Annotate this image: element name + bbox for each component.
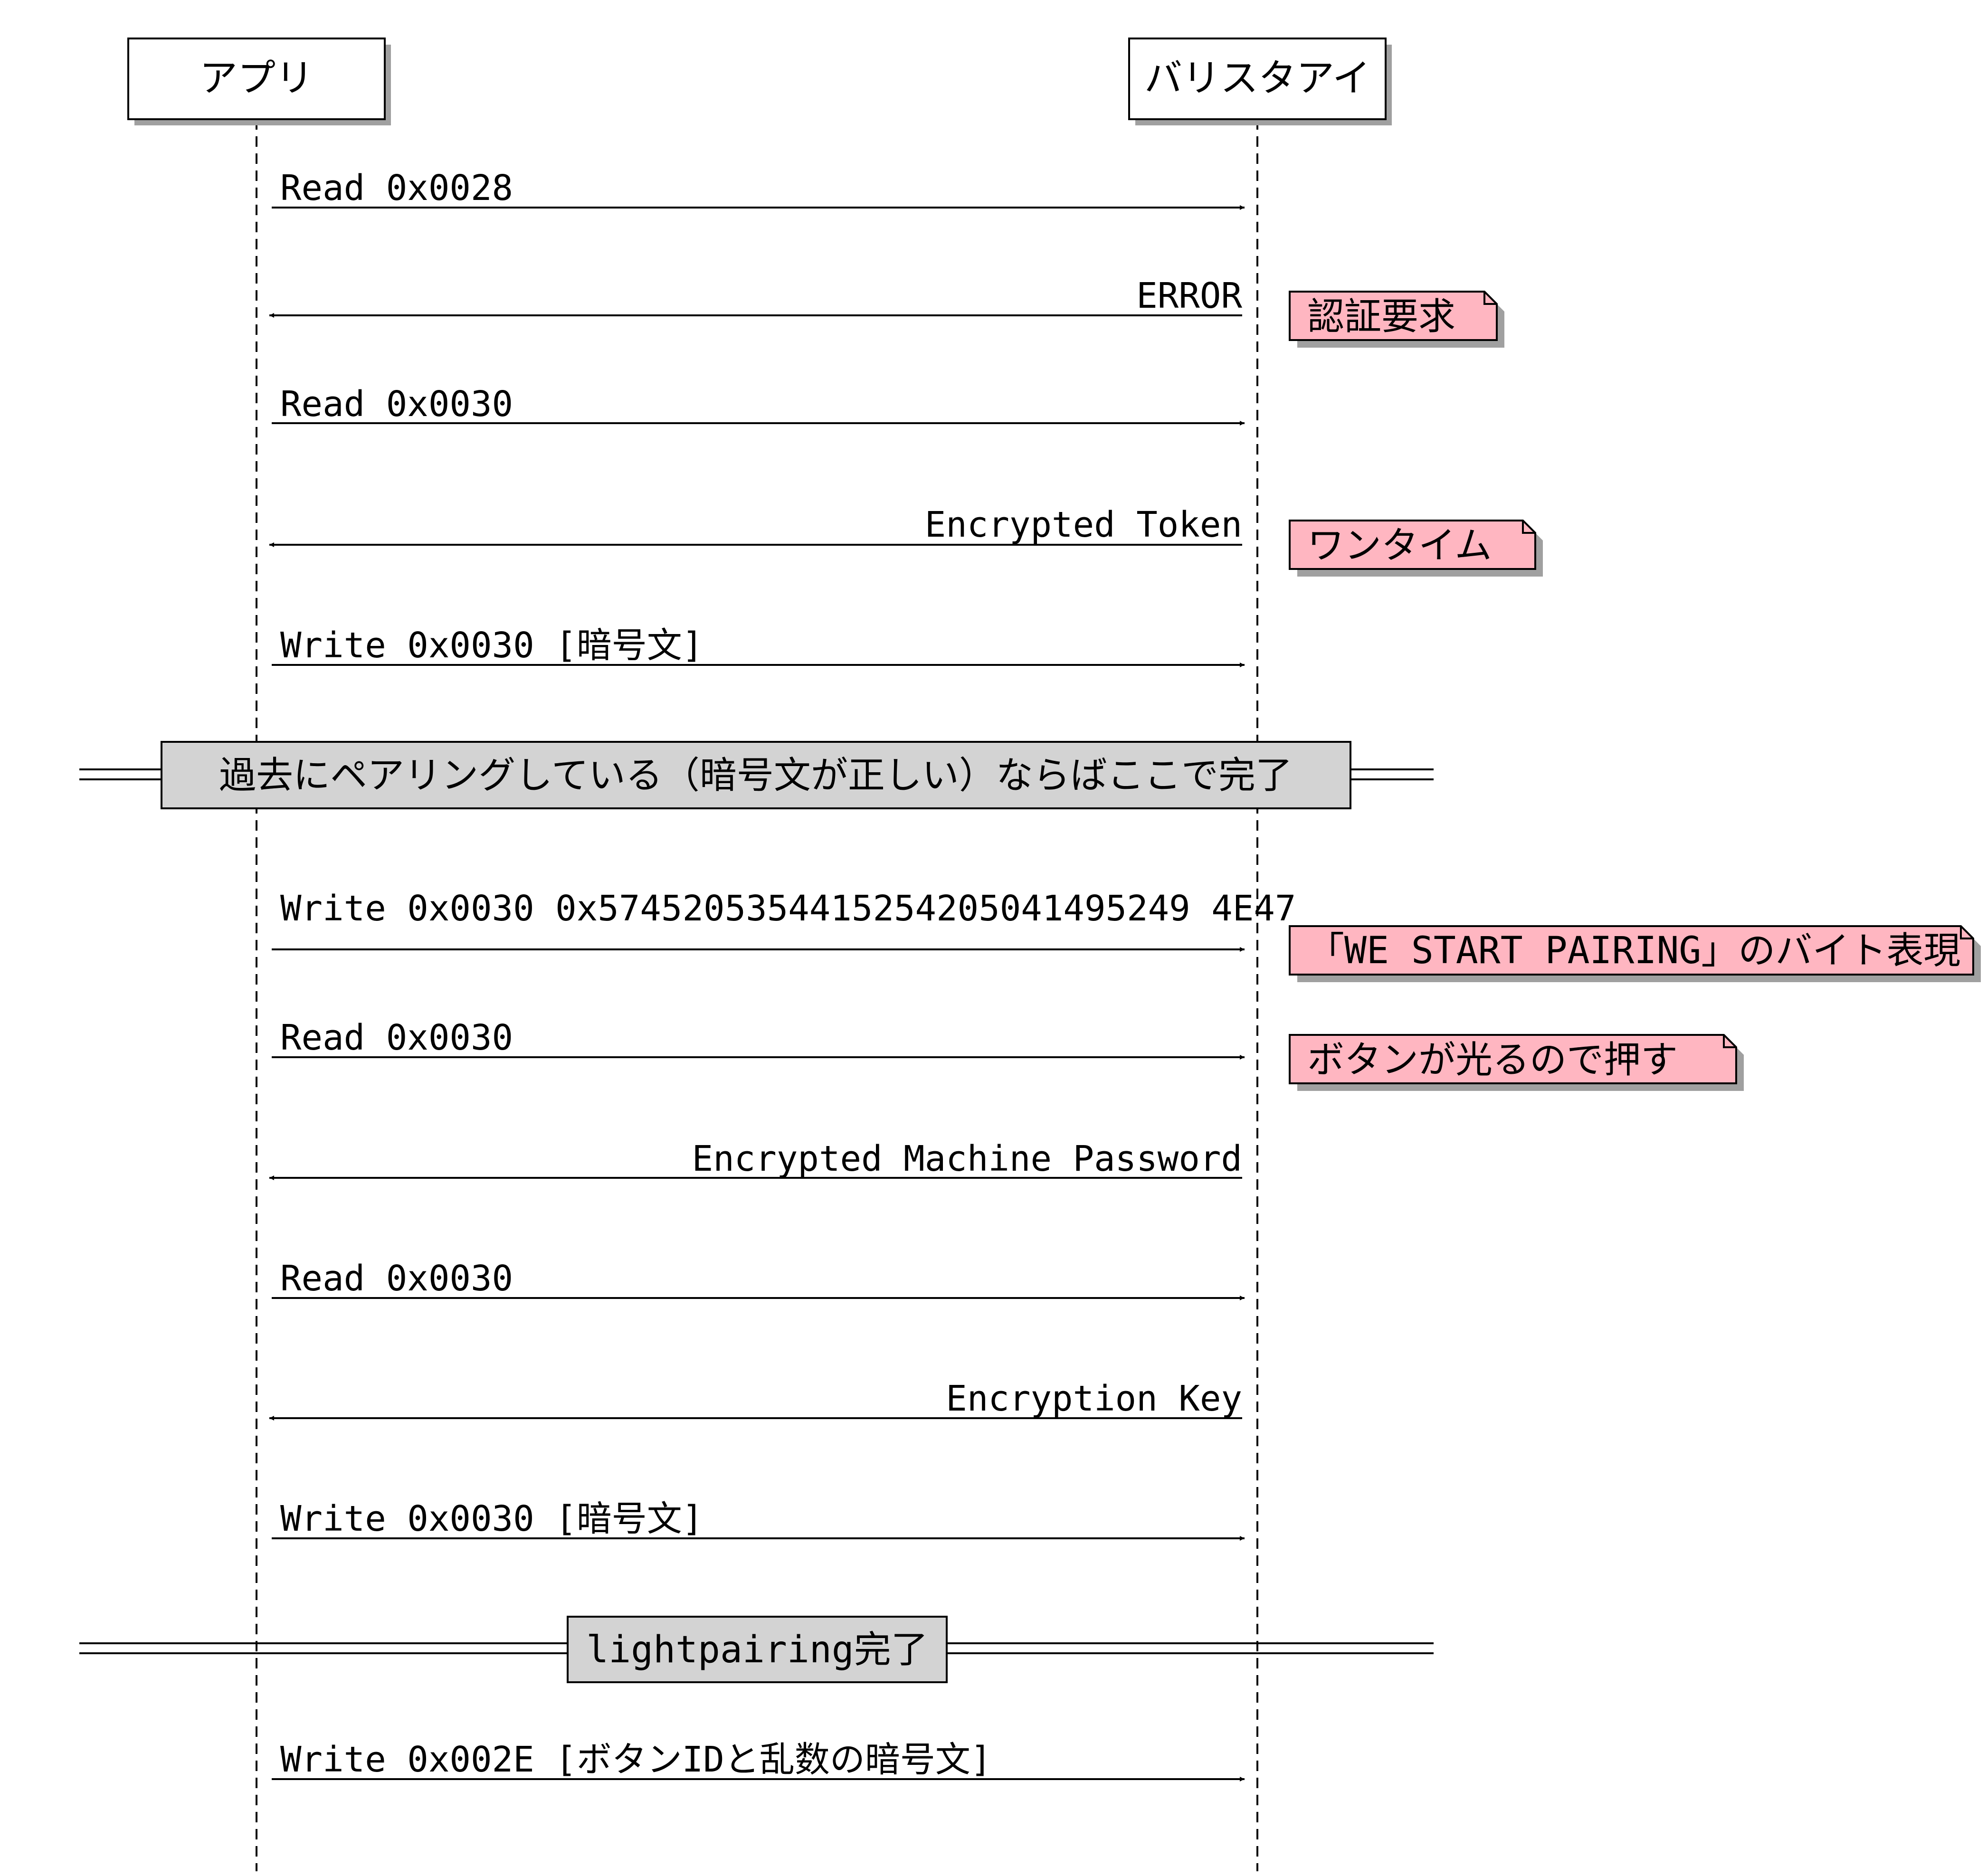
message-label: Read 0x0030: [280, 1258, 513, 1299]
message-label: Write 0x0030 [暗号文]: [280, 625, 703, 666]
message-label: Encrypted Machine Password: [692, 1138, 1242, 1179]
participant-app-label: アプリ: [200, 56, 314, 100]
message-label: Write 0x0030 0x5745205354415254205041495…: [280, 888, 1296, 929]
note-label: ボタンが光るので押す: [1307, 1039, 1678, 1081]
message-write-0x002e: Write 0x002E [ボタンIDと乱数の暗号文]: [272, 1739, 1245, 1781]
message-write-0x0030-cipher-second: Write 0x0030 [暗号文]: [272, 1498, 1245, 1541]
message-read-0x0030-second: Read 0x0030: [272, 1017, 1245, 1060]
message-label: Write 0x0030 [暗号文]: [280, 1498, 703, 1539]
message-read-0x0030: Read 0x0030: [272, 384, 1245, 426]
message-encrypted-token: Encrypted Token: [269, 504, 1242, 547]
message-label: Encrypted Token: [925, 504, 1242, 545]
note-label: 「WE START PAIRING」のバイト表現: [1307, 929, 1960, 972]
participant-app: アプリ: [127, 38, 391, 125]
message-label: Read 0x0030: [280, 384, 513, 425]
message-encrypted-machine-password: Encrypted Machine Password: [269, 1138, 1242, 1180]
message-encryption-key: Encryption Key: [269, 1378, 1242, 1421]
message-label: ERROR: [1136, 275, 1242, 316]
divider-lightpairing-complete: lightpairing完了: [79, 1616, 1434, 1683]
message-write-we-start-pairing: Write 0x0030 0x5745205354415254205041495…: [272, 888, 1296, 952]
note-one-time: ワンタイム: [1289, 520, 1543, 577]
message-error: ERROR: [269, 275, 1242, 318]
participant-barista: バリスタアイ: [1128, 38, 1392, 125]
note-label: 認証要求: [1307, 295, 1455, 338]
participant-barista-label: バリスタアイ: [1144, 56, 1370, 100]
note-press-button: ボタンが光るので押す: [1289, 1034, 1744, 1091]
note-label: ワンタイム: [1307, 524, 1492, 567]
divider-label: 過去にペアリングしている（暗号文が正しい）ならばここで完了: [219, 754, 1293, 797]
message-write-0x0030-cipher: Write 0x0030 [暗号文]: [272, 625, 1245, 667]
message-label: Read 0x0028: [280, 168, 513, 208]
message-read-0x0030-third: Read 0x0030: [272, 1258, 1245, 1300]
note-auth-request: 認証要求: [1289, 291, 1504, 348]
message-label: Read 0x0030: [280, 1017, 513, 1058]
message-read-0x0028: Read 0x0028: [272, 168, 1245, 210]
divider-label: lightpairing完了: [586, 1629, 928, 1671]
message-label: Write 0x002E [ボタンIDと乱数の暗号文]: [280, 1739, 991, 1780]
note-byte-representation: 「WE START PAIRING」のバイト表現: [1289, 925, 1981, 982]
message-label: Encryption Key: [946, 1378, 1242, 1419]
divider-already-paired: 過去にペアリングしている（暗号文が正しい）ならばここで完了: [79, 741, 1434, 809]
